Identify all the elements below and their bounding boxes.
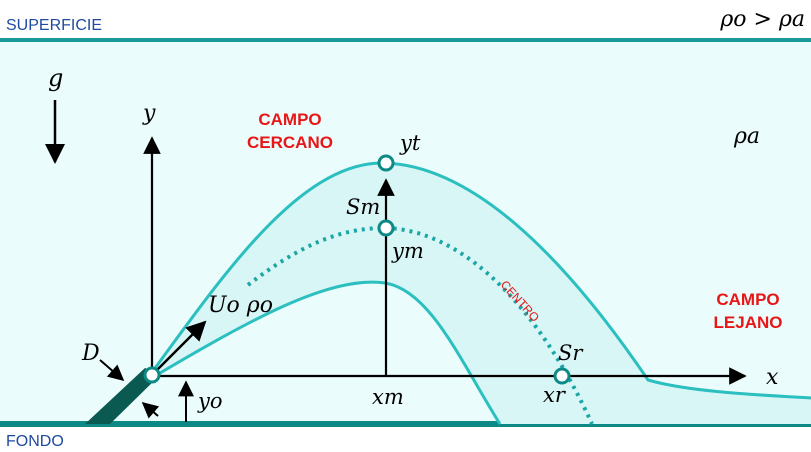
gravity-label: g xyxy=(48,64,63,92)
sm-label: Sm xyxy=(346,195,380,219)
yt-point xyxy=(377,154,395,172)
ym-label: ym xyxy=(391,239,424,263)
diameter-label: D xyxy=(81,341,100,366)
density-condition: ρo > ρa xyxy=(719,7,805,32)
sr-point xyxy=(553,367,571,385)
jet-plume-fill xyxy=(150,162,811,424)
x-axis-label: x xyxy=(766,365,779,390)
velocity-arrow xyxy=(152,320,207,375)
ambient-density-label: ρa xyxy=(733,124,760,149)
top-height-label: yt xyxy=(399,131,421,155)
bottom-label: FONDO xyxy=(6,433,64,450)
far-field-label-1: CAMPO xyxy=(716,290,779,309)
xm-label: xm xyxy=(372,385,404,409)
sr-label: Sr xyxy=(558,341,584,365)
sm-point xyxy=(377,219,395,237)
nozzle-pipe xyxy=(85,368,160,424)
plume-inner-boundary xyxy=(154,280,502,425)
xr-label: xr xyxy=(543,383,567,407)
jet-props-label: Uo ρo xyxy=(208,293,273,318)
surface-label: SUPERFICIE xyxy=(6,17,102,34)
far-field-label-2: LEJANO xyxy=(714,313,783,332)
near-field-label-2: CERCANO xyxy=(247,133,333,152)
port-height-label: yo xyxy=(197,389,223,413)
y-axis-label: y xyxy=(142,101,156,126)
source-point xyxy=(143,366,161,384)
diameter-arrow-top xyxy=(99,359,125,382)
near-field-label-1: CAMPO xyxy=(258,110,321,129)
plume-outer-boundary xyxy=(148,161,811,400)
diameter-arrow-bottom xyxy=(141,401,160,419)
centerline-dotted xyxy=(246,225,594,425)
